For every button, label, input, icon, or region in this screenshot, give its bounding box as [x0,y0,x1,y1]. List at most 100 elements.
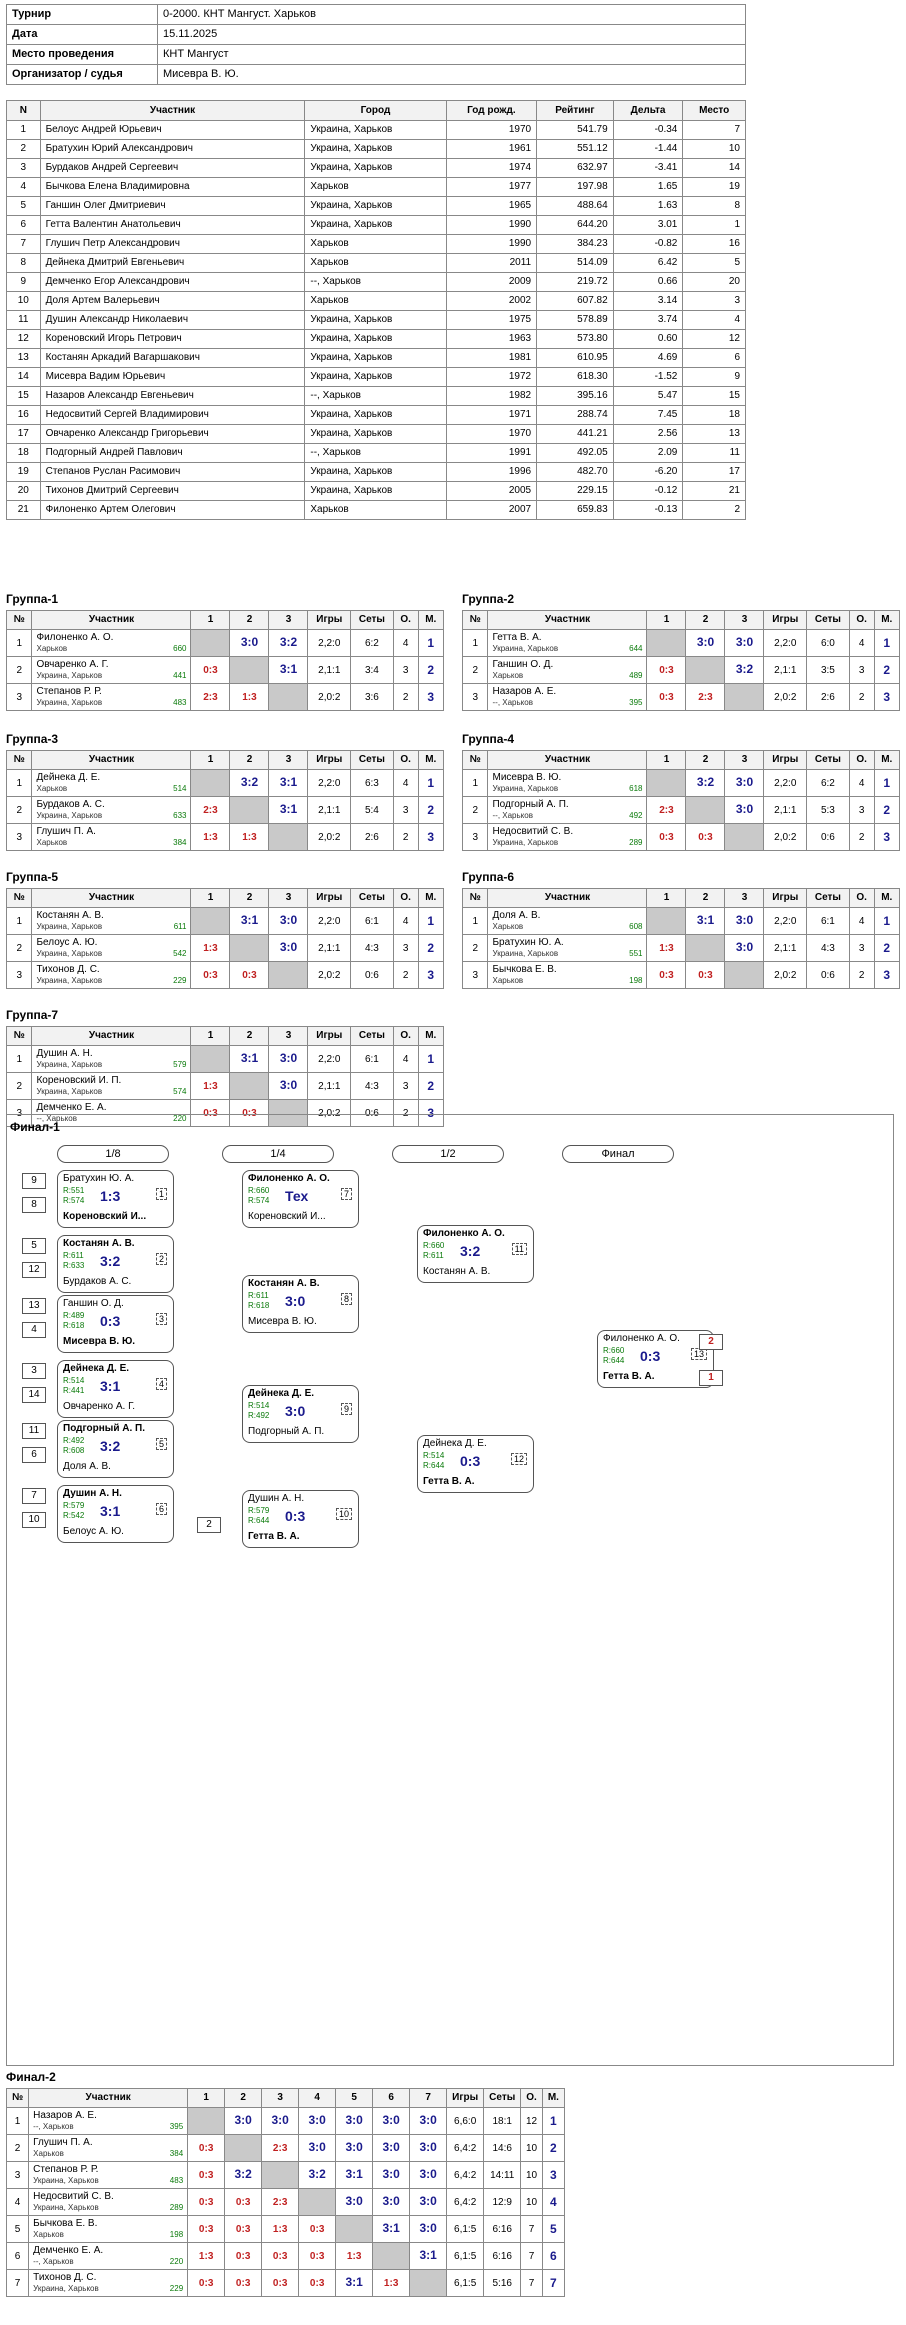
match-score: 0:3 [100,1313,121,1329]
seed-number: 11 [22,1423,46,1439]
score-cell: 3:0 [409,2161,448,2189]
table-cell: 4 [6,177,41,197]
score-cell: 3:0 [372,2161,411,2189]
score-cell: 3:0 [409,2107,448,2135]
score-cell: 1:3 [187,2242,226,2270]
stat-s: 14:6 [483,2134,522,2162]
match-number: 10 [335,1508,352,1520]
table-cell: Украина, Харьков [304,348,447,368]
stat-s: 6:1 [806,907,850,935]
city: Украина, Харьков [36,922,103,931]
rating-b: R:618 [248,1301,270,1310]
stat-s: 4:3 [806,934,850,962]
stat-s: 2:6 [806,683,850,711]
table-cell: 441.21 [536,424,614,444]
match-player-a: Филоненко А. О. [248,1173,330,1184]
column-header: О. [392,750,419,770]
group-place: 2 [873,796,901,824]
table-cell: 488.64 [536,196,614,216]
column-header: Игры [307,888,352,908]
table-cell: 2005 [445,481,538,501]
score-cell: 0:3 [261,2269,300,2297]
score-cell: 0:3 [229,1099,270,1127]
group-place: 1 [873,629,901,657]
group-title: Группа-5 [6,870,59,884]
stat-s: 3:4 [350,656,394,684]
score-cell: 0:3 [685,961,726,989]
stat-g: 2,2:0 [307,769,352,797]
participant-name: Недосвитий С. В. [492,826,574,837]
table-cell: 3.14 [612,291,684,311]
column-header: Игры [307,1026,352,1046]
rating-a: R:611 [63,1251,84,1260]
participant-name: Назаров А. Е. [33,2110,97,2121]
table-cell: 18 [6,443,41,463]
table-cell: 3.01 [612,215,684,235]
final-place: 1 [699,1370,723,1386]
match-player-a: Дейнека Д. Е. [423,1438,487,1449]
score-cell: 3:0 [335,2107,374,2135]
group-place: 3 [873,961,901,989]
stat-s: 6:2 [350,629,394,657]
stat-g: 2,0:2 [307,823,352,851]
seed-number: 3 [22,1363,46,1379]
column-header: 6 [372,2088,411,2108]
table-cell: 578.89 [536,310,614,330]
final-place: 2 [541,2134,565,2162]
table-cell: 644.20 [536,215,614,235]
city: Украина, Харьков [492,949,559,958]
match-player-a: Костанян А. В. [248,1278,320,1289]
column-header: М. [541,2088,565,2108]
table-cell: Украина, Харьков [304,329,447,349]
table-cell: 384.23 [536,234,614,254]
stat-o: 4 [392,1045,419,1073]
city: Украина, Харьков [36,698,103,707]
table-cell: 1975 [445,310,538,330]
rating: 608 [629,922,643,931]
table-cell: 541.79 [536,120,614,140]
score-cell [298,2188,337,2216]
rating-a: R:611 [248,1291,269,1300]
rating: 660 [173,644,187,653]
score: 0:3 [309,2277,325,2289]
table-cell: 19 [6,462,41,482]
table-cell: 492.05 [536,443,614,463]
score-cell: 0:3 [298,2269,337,2297]
stat-s: 5:16 [483,2269,522,2297]
table-cell: Украина, Харьков [304,158,447,178]
city: --, Харьков [33,2122,74,2131]
score-cell: 3:0 [409,2188,448,2216]
table-cell: 1991 [445,443,538,463]
match-score: 0:3 [285,1508,306,1524]
table-cell: 6.42 [612,253,684,273]
city: Украина, Харьков [492,644,559,653]
rating: 618 [629,784,643,793]
column-header: 3 [268,610,309,630]
row-number: 2 [5,934,33,962]
rating: 514 [173,784,187,793]
score: 3:0 [279,940,298,954]
score-cell [724,823,765,851]
info-value: КНТ Мангуст [157,44,746,65]
rating: 611 [173,922,187,931]
score-cell: 2:3 [261,2134,300,2162]
score: 3:1 [696,913,715,927]
score-cell: 3:2 [268,629,309,657]
rating-b: R:542 [63,1511,85,1520]
table-cell: 5.47 [612,386,684,406]
stat-s: 6:16 [483,2242,522,2270]
